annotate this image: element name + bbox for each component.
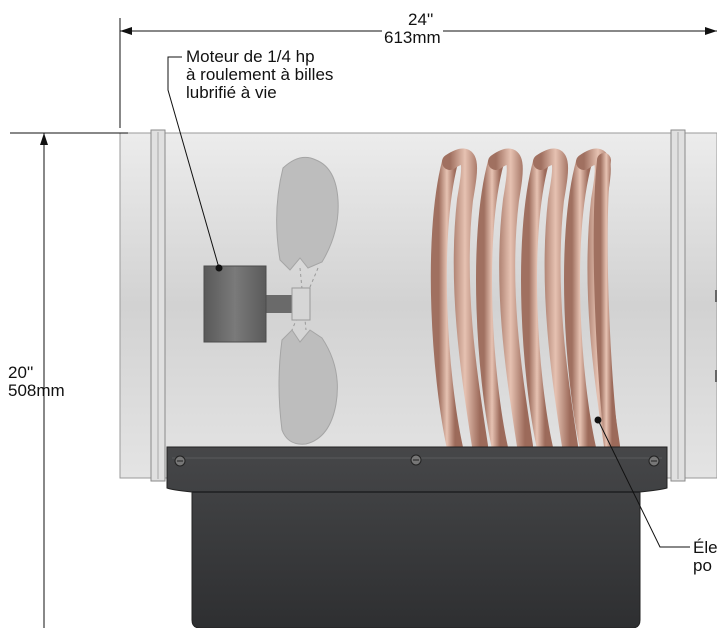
fan-blades [276,156,339,445]
element-callout-line-2: po [693,556,712,575]
screw-center [410,454,422,466]
copper-heating-coil [430,148,620,456]
motor [203,265,311,343]
junction-box [166,446,668,628]
screw-right [648,455,660,467]
width-inches-label: 24'' [406,10,436,29]
height-inches-label: 20'' [8,363,34,382]
width-mm-label: 613mm [382,28,443,47]
motor-callout-line-3: lubrifié à vie [186,83,277,102]
element-leader-line [594,416,690,548]
motor-leader-line [167,56,223,272]
screw-left [174,455,186,467]
motor-callout-line-2: à roulement à billes [186,65,334,84]
motor-callout-line-1: Moteur de 1/4 hp [186,47,315,66]
element-callout-line-1: Éle [693,538,717,557]
height-mm-label: 508mm [8,381,65,400]
height-dimension-line [10,132,128,628]
